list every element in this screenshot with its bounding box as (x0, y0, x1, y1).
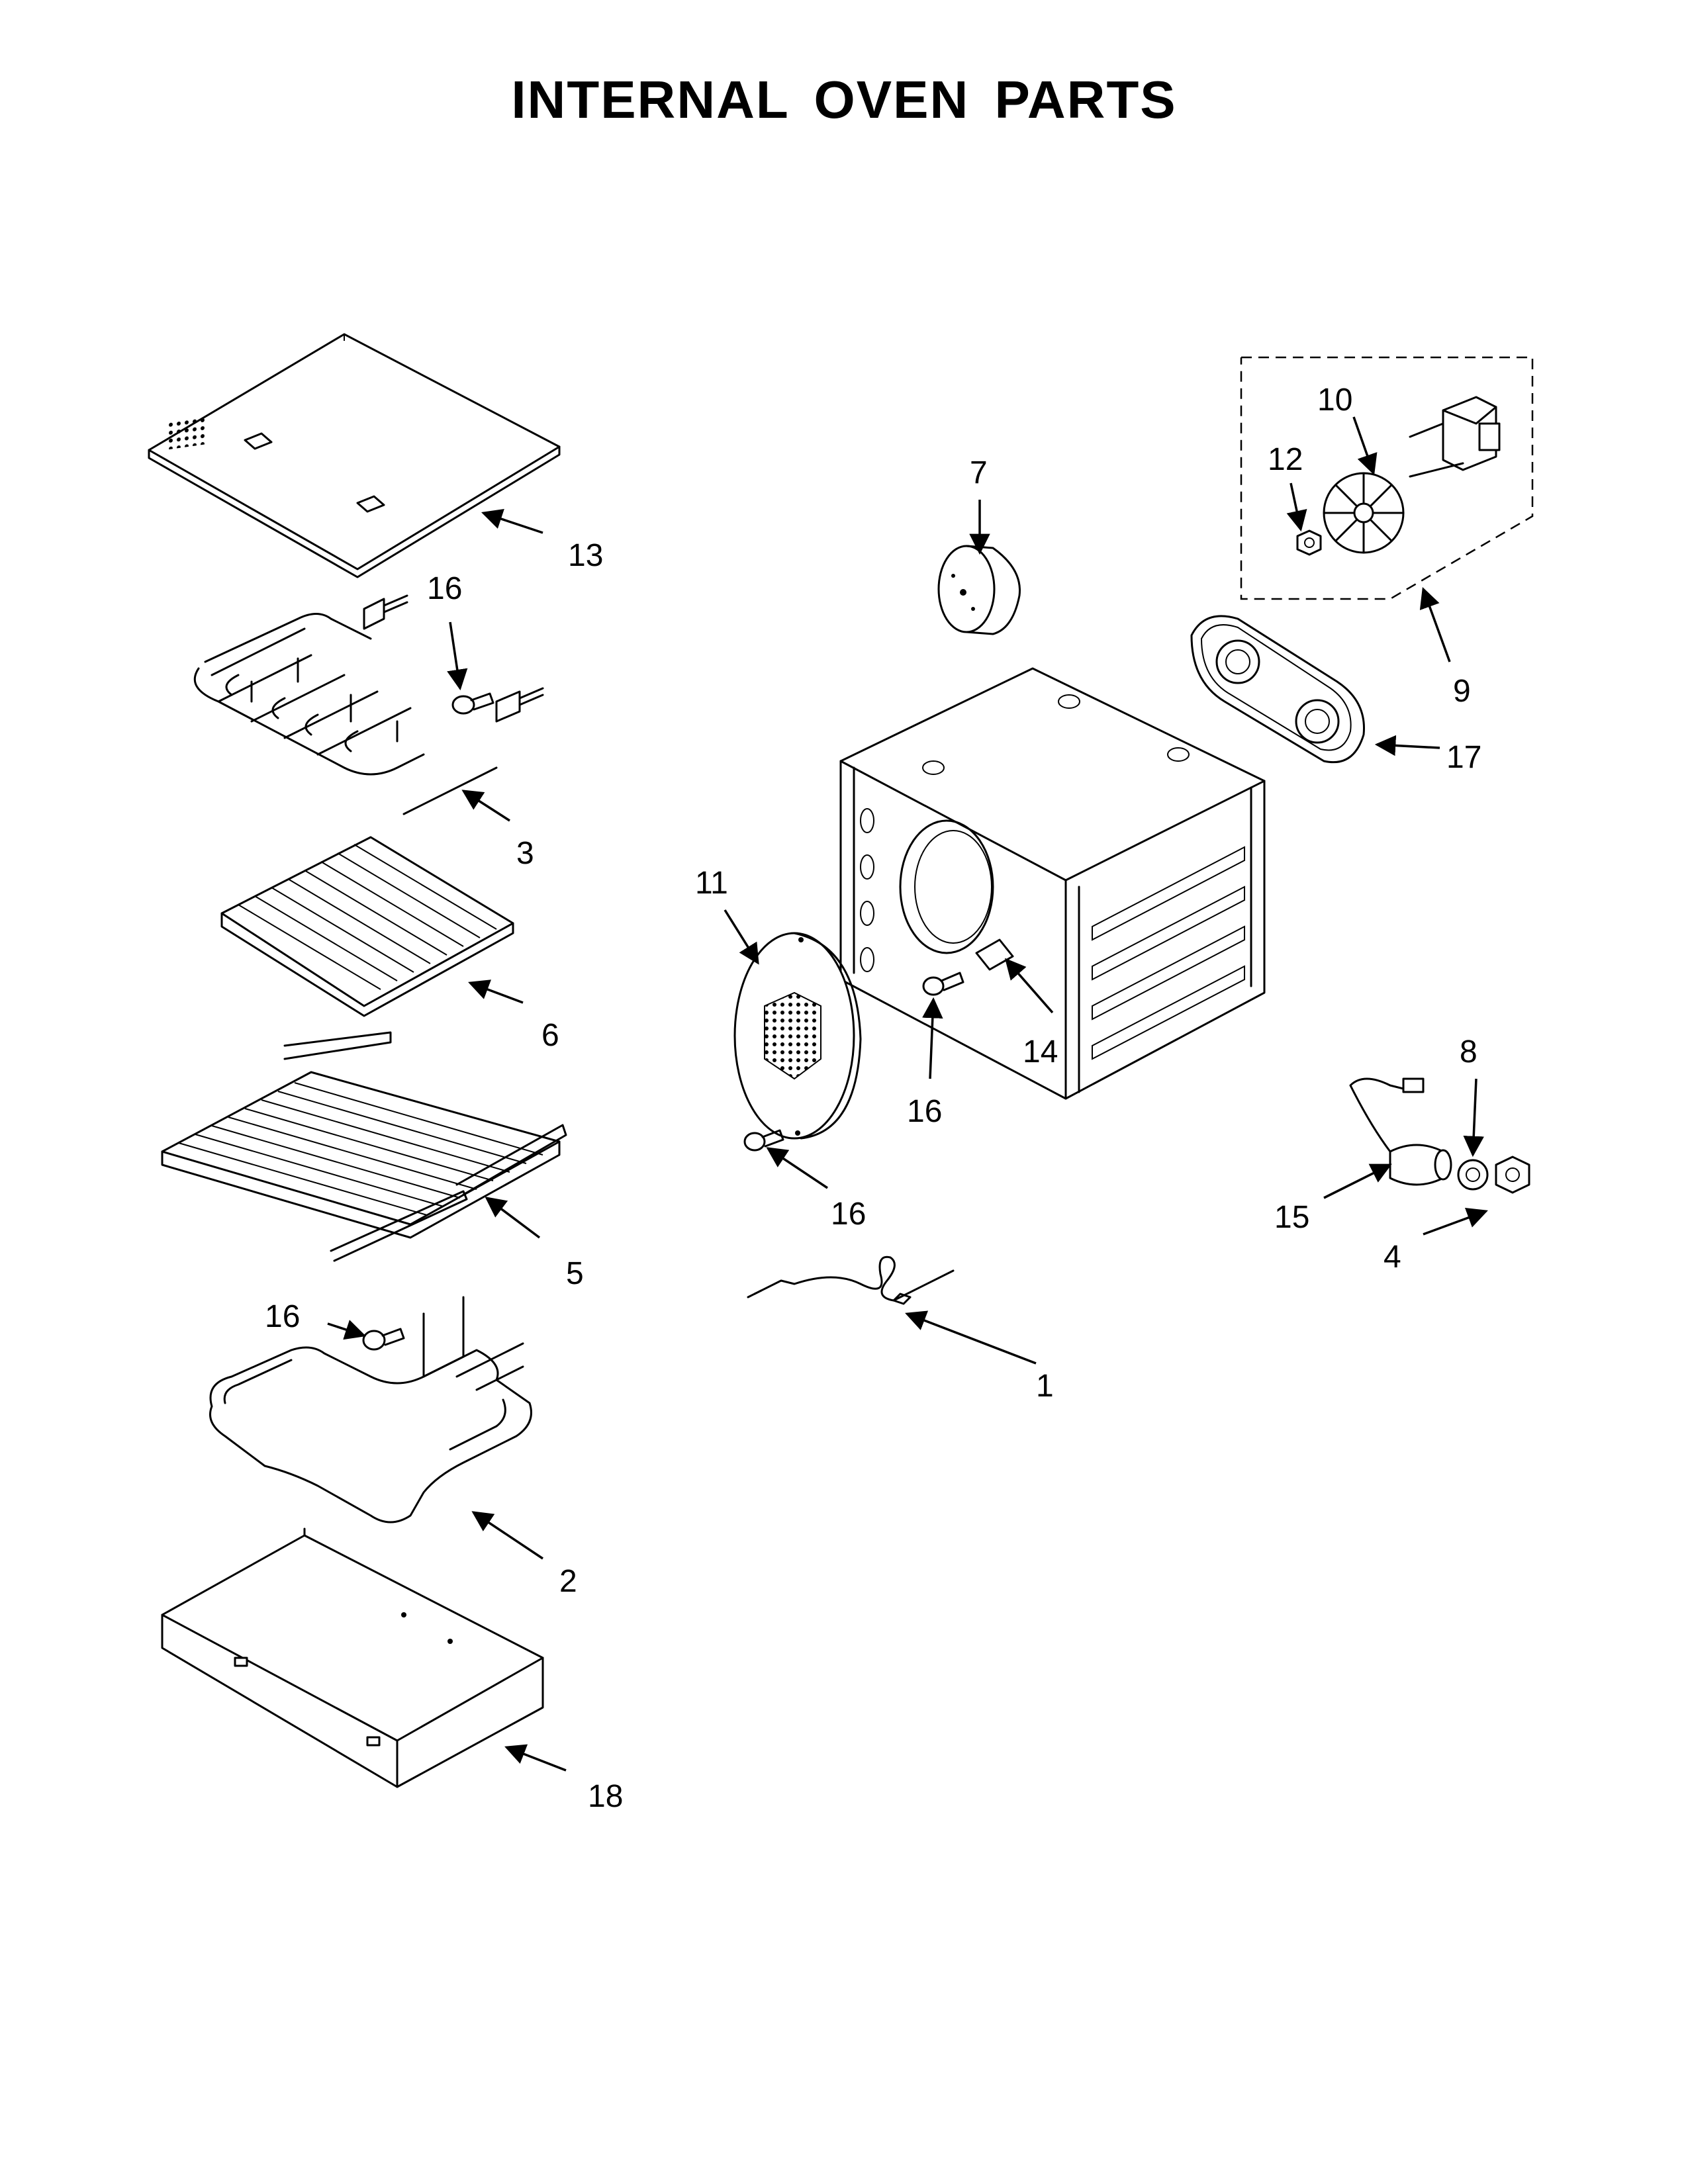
part-6-oven-rack (220, 836, 514, 1017)
callout-11: 11 (695, 866, 728, 901)
callout-labels: 13 16 3 6 5 16 2 18 7 11 16 14 16 17 9 1… (265, 383, 1481, 1814)
callout-12: 12 (1268, 442, 1303, 477)
part-1-meat-probe (747, 1255, 955, 1305)
part-5-rack-with-slides (161, 1031, 567, 1262)
part-13-top-panel (148, 333, 561, 578)
screw-16-lower (362, 1328, 405, 1351)
part-3-broil-element (193, 594, 544, 815)
fan-motor (1409, 396, 1501, 478)
screw-16-cavity (922, 972, 964, 996)
part-4-light-lens (1495, 1156, 1530, 1194)
page-title: INTERNAL OVEN PARTS (511, 70, 1177, 129)
leader-arrows (327, 416, 1488, 1772)
callout-1: 1 (1036, 1369, 1054, 1404)
part-9-convection-fan-assembly (1240, 356, 1534, 600)
callout-10: 10 (1317, 383, 1352, 418)
callout-8: 8 (1460, 1034, 1477, 1069)
callout-9: 9 (1453, 674, 1471, 709)
part-8-washer (1457, 1159, 1489, 1191)
callout-5: 5 (566, 1256, 584, 1291)
callout-18: 18 (588, 1779, 623, 1814)
callout-16-cavity: 16 (907, 1094, 942, 1129)
callout-2: 2 (559, 1564, 577, 1599)
callout-16-lower: 16 (265, 1299, 300, 1334)
callout-16-baffle: 16 (831, 1197, 866, 1232)
part-17-fan-housing (1190, 615, 1365, 764)
part-18-drawer-tray (161, 1527, 544, 1788)
callout-16-upper: 16 (427, 571, 462, 606)
part-11-fan-baffle (733, 932, 862, 1140)
callout-17: 17 (1446, 740, 1481, 775)
part-7-fan-plate (937, 545, 1021, 635)
oven-cavity (839, 667, 1266, 1100)
screw-16-baffle (743, 1129, 784, 1152)
screw-16-upper (451, 692, 494, 715)
callout-3: 3 (516, 836, 534, 871)
part-12-nut (1296, 529, 1322, 556)
callout-6: 6 (541, 1018, 559, 1053)
part-2-bake-element (209, 1296, 532, 1524)
callout-15: 15 (1274, 1200, 1309, 1235)
part-10-fan-blade (1323, 472, 1405, 554)
callout-14: 14 (1023, 1034, 1058, 1069)
callout-7: 7 (970, 455, 988, 490)
part-15-light-socket (1349, 1077, 1452, 1186)
callout-13: 13 (568, 538, 603, 573)
callout-4: 4 (1383, 1240, 1401, 1275)
